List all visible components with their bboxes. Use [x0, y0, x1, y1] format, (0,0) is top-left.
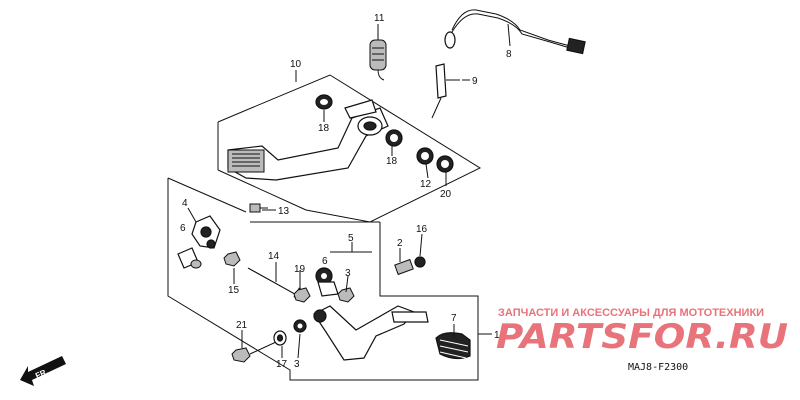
lower-frame-edge [167, 177, 247, 213]
callout-8: 8 [506, 49, 512, 60]
seal-12 [416, 147, 434, 165]
washer-3-lower [293, 319, 307, 333]
diagram-code: MAJ8-F2300 [628, 362, 688, 373]
callout-5: 5 [348, 233, 354, 244]
callout-6-mid: 6 [322, 256, 328, 267]
callout-13: 13 [278, 206, 290, 217]
callout-1: 1 [494, 330, 500, 341]
nut-15 [223, 251, 241, 267]
callout-3-lower: 3 [294, 359, 300, 370]
lower-pedal-part [313, 305, 429, 361]
callout-3-upper: 3 [345, 268, 351, 279]
watermark-tagline: ЗАПЧАСТИ И АКСЕССУАРЫ ДЛЯ МОТОТЕХНИКИ [498, 307, 764, 319]
front-direction-arrow: FR. [20, 356, 66, 386]
callout-4: 4 [182, 198, 188, 209]
callout-17: 17 [276, 359, 288, 370]
callout-12: 12 [420, 179, 432, 190]
collar-17 [273, 330, 287, 346]
pin-2 [394, 258, 414, 276]
upper-frame-edge [217, 169, 307, 211]
callout-14: 14 [268, 251, 280, 262]
callout-18-lower: 18 [386, 156, 398, 167]
return-spring-7 [435, 332, 471, 360]
callout-6-left: 6 [180, 223, 186, 234]
seal-20 [436, 155, 454, 173]
bolt-13 [249, 203, 268, 213]
callout-21: 21 [236, 320, 248, 331]
callout-2: 2 [397, 238, 403, 249]
nut-19 [293, 287, 311, 303]
leader-lines [187, 23, 511, 359]
callout-labels: 11 8 10 9 18 18 12 20 4 13 6 16 5 2 14 6… [180, 13, 512, 370]
callout-20: 20 [440, 189, 452, 200]
watermark-logo-text: PARTSFOR.RU [496, 317, 788, 357]
upper-group-frame [217, 74, 482, 223]
callout-7: 7 [451, 313, 457, 324]
rod-joint-4 [177, 215, 221, 269]
clip-16 [414, 256, 426, 268]
callout-16: 16 [416, 224, 428, 235]
stop-switch-9 [431, 63, 460, 119]
callout-15: 15 [228, 285, 240, 296]
switch-harness-8 [444, 9, 586, 55]
callout-9: 9 [472, 76, 478, 87]
watermark: ЗАПЧАСТИ И АКСЕССУАРЫ ДЛЯ МОТОТЕХНИКИ PA… [496, 307, 788, 357]
lower-group-frame [167, 178, 479, 381]
callout-19: 19 [294, 264, 306, 275]
nut-3-upper [337, 287, 355, 303]
brake-pedal-part [227, 99, 389, 181]
washer-18-lower [385, 129, 403, 147]
washer-18-upper [315, 94, 333, 110]
callout-18-upper: 18 [318, 123, 330, 134]
spring-11 [369, 32, 387, 81]
callout-11: 11 [374, 13, 385, 24]
pivot-6 [315, 267, 339, 297]
callout-10: 10 [290, 59, 302, 70]
bolt-21 [231, 341, 277, 363]
